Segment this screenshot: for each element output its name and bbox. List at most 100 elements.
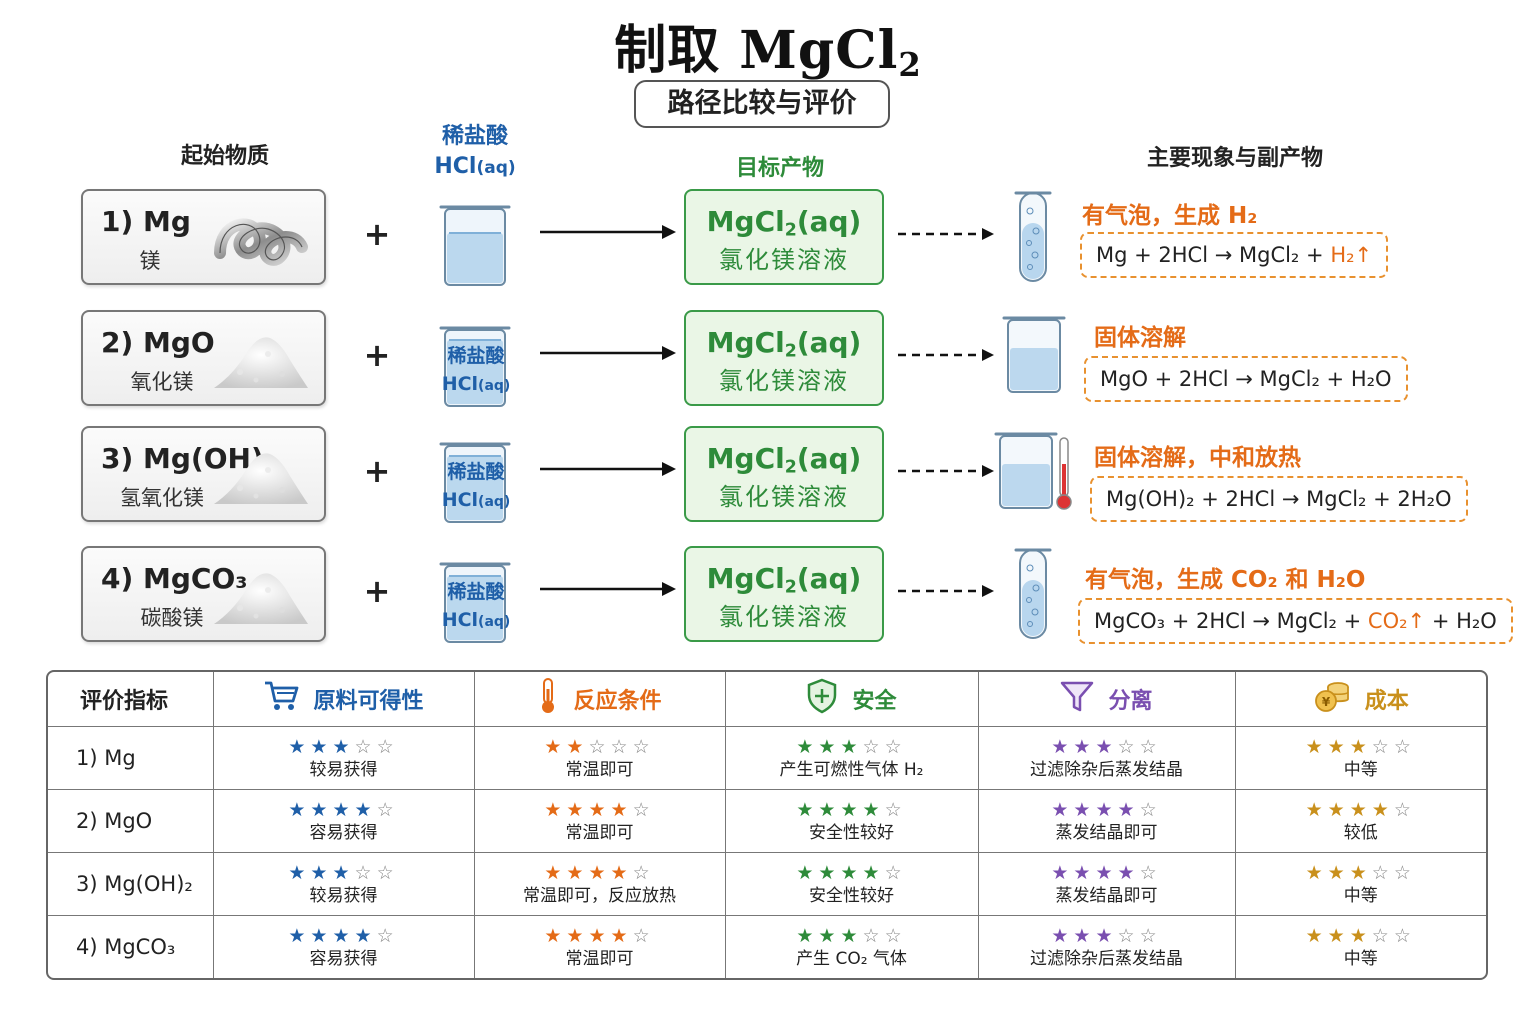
rating-cell: ★★☆☆☆常温即可 xyxy=(473,726,726,791)
star-empty-icon: ☆ xyxy=(1139,736,1162,759)
star-rating: ★★★★☆ xyxy=(214,798,474,822)
star-filled-icon: ★ xyxy=(288,799,311,822)
star-filled-icon: ★ xyxy=(610,799,633,822)
star-empty-icon: ☆ xyxy=(632,799,655,822)
product-formula: MgCl2(aq) xyxy=(706,205,862,241)
rating-cell: ★★★★☆容易获得 xyxy=(212,789,475,854)
star-empty-icon: ☆ xyxy=(376,862,399,885)
star-filled-icon: ★ xyxy=(818,862,841,885)
white-powder-icon xyxy=(210,324,310,394)
header-phenomena: 主要现象与副产物 xyxy=(1146,146,1323,171)
star-rating: ★★★★☆ xyxy=(214,924,474,948)
star-empty-icon: ☆ xyxy=(376,799,399,822)
start-material-formula: 1) Mg xyxy=(101,205,191,238)
table-column-header: 分离 xyxy=(977,672,1236,727)
product-formula: MgCl2(aq) xyxy=(706,562,862,598)
star-filled-icon: ★ xyxy=(588,862,611,885)
star-filled-icon: ★ xyxy=(588,925,611,948)
star-empty-icon: ☆ xyxy=(632,925,655,948)
star-rating: ★★★☆☆ xyxy=(214,861,474,885)
star-rating: ★★☆☆☆ xyxy=(475,735,725,759)
rating-note: 中等 xyxy=(1343,760,1378,781)
beaker-solution-icon xyxy=(1002,308,1072,408)
rating-note: 过滤除杂后蒸发结晶 xyxy=(1030,949,1183,970)
row-label: 2) MgO xyxy=(48,789,214,854)
product-name: 氯化镁溶液 xyxy=(719,483,849,511)
rating-note: 常温即可 xyxy=(565,760,634,781)
header-acid-formula: HCl(aq) xyxy=(434,154,516,179)
shield-icon xyxy=(806,678,838,720)
star-empty-icon: ☆ xyxy=(884,925,907,948)
beaker-thermometer-icon xyxy=(994,424,1076,524)
star-rating: ★★★☆☆ xyxy=(1236,735,1487,759)
star-filled-icon: ★ xyxy=(1073,862,1096,885)
star-filled-icon: ★ xyxy=(566,736,589,759)
svg-text:¥: ¥ xyxy=(1322,695,1331,709)
star-rating: ★★★★☆ xyxy=(979,798,1235,822)
rating-cell: ★★★★☆常温即可 xyxy=(473,915,726,978)
plus-sign: + xyxy=(363,336,391,374)
hydrochloric-acid-beaker-icon xyxy=(431,191,521,287)
rating-cell: ★★★☆☆中等 xyxy=(1234,852,1486,917)
star-filled-icon: ★ xyxy=(1073,736,1096,759)
star-filled-icon: ★ xyxy=(796,925,819,948)
star-empty-icon: ☆ xyxy=(1117,925,1140,948)
star-filled-icon: ★ xyxy=(588,799,611,822)
rating-cell: ★★★☆☆过滤除杂后蒸发结晶 xyxy=(977,915,1236,978)
star-filled-icon: ★ xyxy=(332,799,355,822)
star-filled-icon: ★ xyxy=(544,925,567,948)
star-empty-icon: ☆ xyxy=(376,736,399,759)
column-label: 安全 xyxy=(852,689,897,714)
star-filled-icon: ★ xyxy=(310,736,333,759)
start-material-name: 镁 xyxy=(139,249,161,273)
star-filled-icon: ★ xyxy=(1349,862,1372,885)
star-filled-icon: ★ xyxy=(288,925,311,948)
reaction-arrow-icon xyxy=(540,222,680,242)
chemical-equation: MgCO₃ + 2HCl → MgCl₂ + CO₂↑ + H₂O xyxy=(1078,598,1513,644)
star-empty-icon: ☆ xyxy=(1371,925,1394,948)
reaction-arrow-icon xyxy=(540,459,680,479)
row-label: 1) Mg xyxy=(48,726,214,791)
star-filled-icon: ★ xyxy=(332,925,355,948)
star-empty-icon: ☆ xyxy=(1393,925,1416,948)
star-rating: ★★★★☆ xyxy=(475,924,725,948)
rating-note: 较易获得 xyxy=(309,886,378,907)
column-label: 原料可得性 xyxy=(313,689,424,714)
star-filled-icon: ★ xyxy=(1305,736,1328,759)
star-filled-icon: ★ xyxy=(796,862,819,885)
rating-note: 常温即可，反应放热 xyxy=(523,886,676,907)
rating-cell: ★★★★☆容易获得 xyxy=(212,915,475,978)
star-filled-icon: ★ xyxy=(796,799,819,822)
phenomenon-text: 固体溶解 xyxy=(1094,325,1186,351)
table-column-header: 原料可得性 xyxy=(212,672,475,727)
star-filled-icon: ★ xyxy=(610,862,633,885)
star-filled-icon: ★ xyxy=(1305,862,1328,885)
column-label: 成本 xyxy=(1364,689,1409,714)
target-product-box: MgCl2(aq)氯化镁溶液 xyxy=(684,310,884,406)
star-rating: ★★★☆☆ xyxy=(726,735,978,759)
beaker-label-formula: HCl(aq) xyxy=(441,609,511,631)
page-subtitle: 路径比较与评价 xyxy=(634,80,890,128)
star-filled-icon: ★ xyxy=(840,799,863,822)
star-rating: ★★★☆☆ xyxy=(726,924,978,948)
rating-cell: ★★★★☆安全性较好 xyxy=(724,789,979,854)
header-start-material: 起始物质 xyxy=(180,144,269,169)
star-filled-icon: ★ xyxy=(1327,799,1350,822)
star-rating: ★★★★☆ xyxy=(979,861,1235,885)
star-filled-icon: ★ xyxy=(544,736,567,759)
magnesium-ribbon-icon xyxy=(210,203,310,273)
test-tube-bubbles-icon xyxy=(998,187,1068,287)
rating-note: 安全性较好 xyxy=(809,823,894,844)
star-filled-icon: ★ xyxy=(288,862,311,885)
star-empty-icon: ☆ xyxy=(1117,736,1140,759)
rating-note: 产生 CO₂ 气体 xyxy=(796,949,907,970)
star-filled-icon: ★ xyxy=(862,799,885,822)
beaker-label-name: 稀盐酸 xyxy=(447,345,505,367)
star-rating: ★★★☆☆ xyxy=(214,735,474,759)
rating-cell: ★★★★☆较低 xyxy=(1234,789,1486,854)
rating-cell: ★★★★☆蒸发结晶即可 xyxy=(977,852,1236,917)
row-label: 3) Mg(OH)₂ xyxy=(48,852,214,917)
